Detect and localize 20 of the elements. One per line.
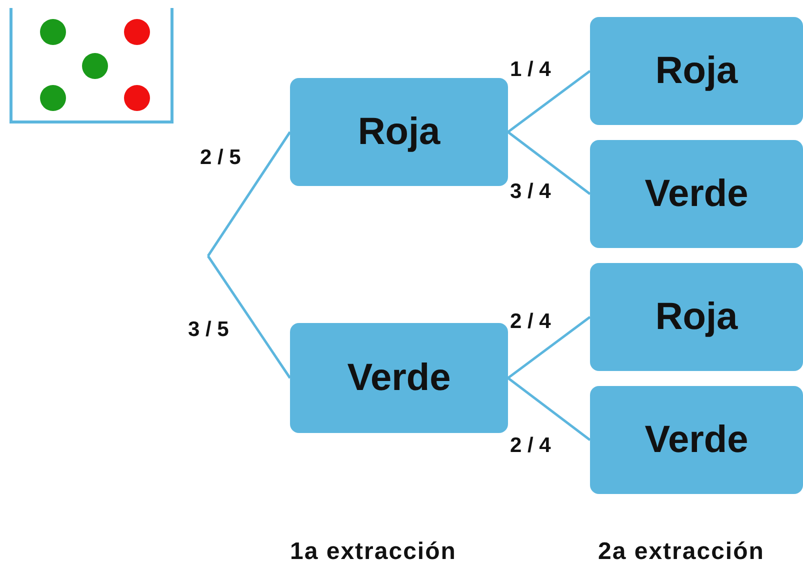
branch-line [206,255,292,379]
outcome-box [290,78,508,186]
outcome-text: Roja [655,296,738,338]
branch-line [507,316,591,379]
stage-label: 1a extracción [290,538,456,566]
outcome-box [590,17,803,125]
outcome-box [590,140,803,248]
outcome-text: Verde [644,418,748,462]
branch-line [507,377,591,441]
branch-line [206,131,292,257]
outcome-box [590,386,803,494]
branch-line [507,131,591,195]
outcome-box [590,263,803,371]
outcome-text: Roja [358,110,440,154]
outcome-text: Roja [655,50,738,92]
outcome-text: Verde [644,172,748,216]
stage-label: 2a extracción [598,538,764,566]
outcome-text: Verde [347,356,451,400]
outcome-box [290,323,508,433]
branch-line [507,70,591,133]
